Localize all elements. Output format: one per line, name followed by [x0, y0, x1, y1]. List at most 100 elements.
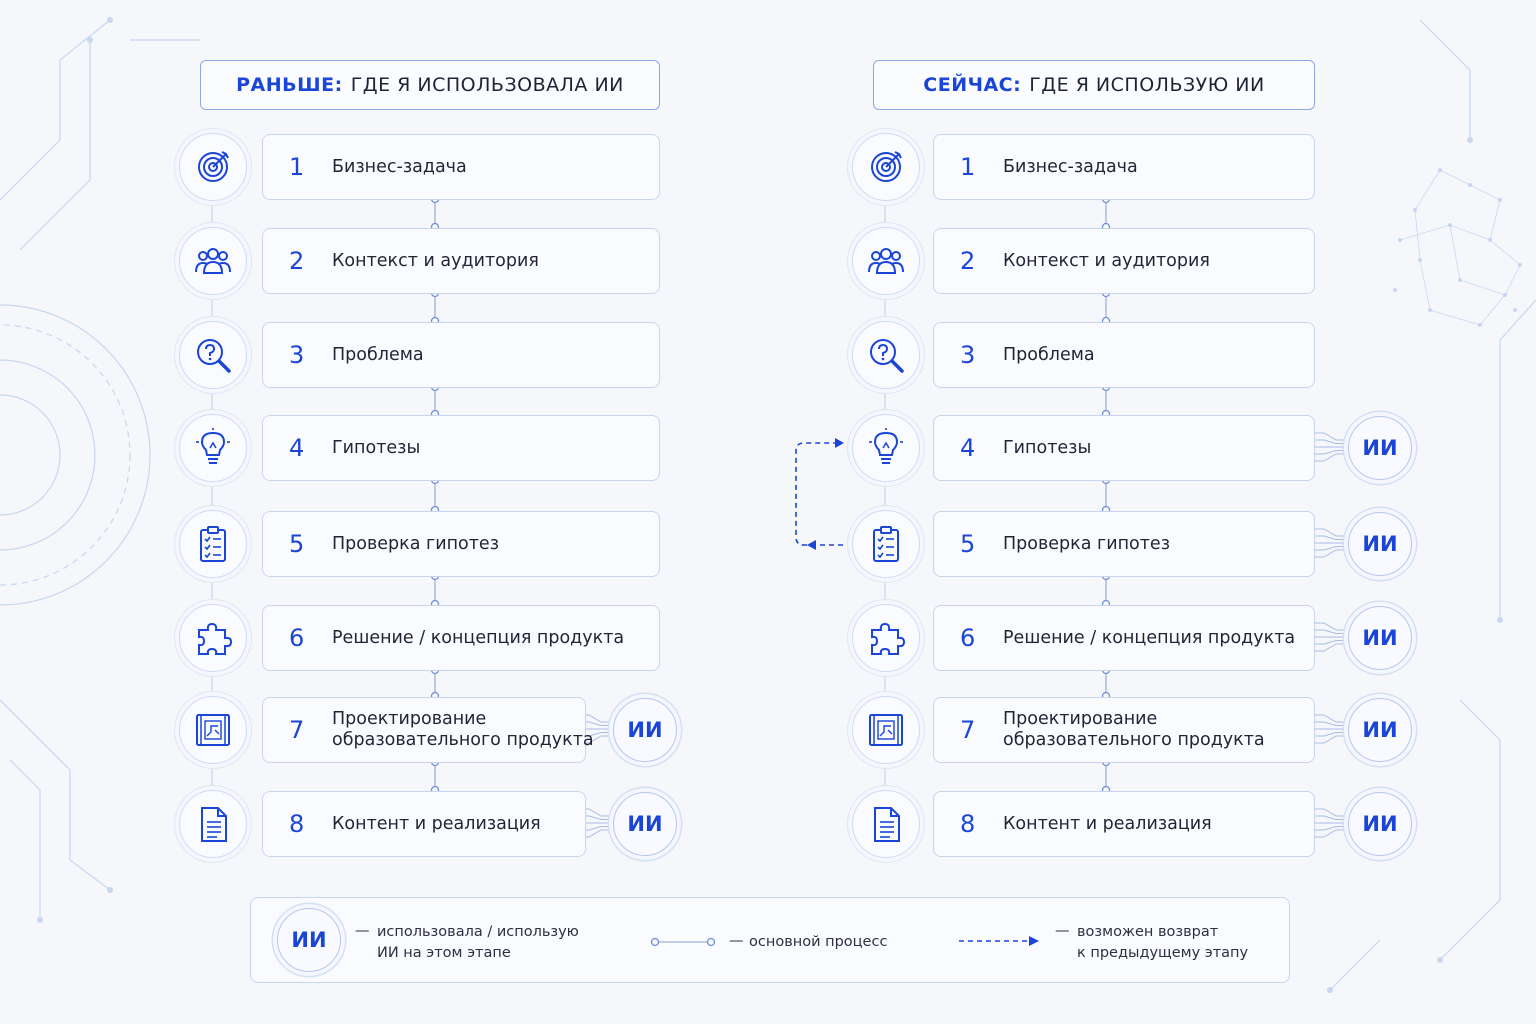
- stage-label: Гипотезы: [332, 437, 421, 458]
- process-connector: [430, 194, 440, 232]
- process-connector: [1101, 475, 1111, 515]
- stage-card-now-1: 1 Бизнес-задача: [933, 134, 1315, 200]
- legend-process-dash: —: [729, 933, 744, 949]
- stage-label: Бизнес-задача: [332, 156, 467, 177]
- stage-card-before-8: 8 Контент и реализация: [262, 791, 586, 857]
- stage-card-now-8: 8 Контент и реализация: [933, 791, 1315, 857]
- stage-number: 3: [289, 341, 305, 369]
- process-connector: [1101, 571, 1111, 609]
- stage-number: 5: [960, 530, 976, 558]
- stage-label: Контекст и аудитория: [332, 250, 539, 271]
- audience-icon: [852, 227, 920, 295]
- stage-number: 8: [289, 810, 305, 838]
- process-connector: [430, 757, 440, 795]
- stage-label: Контекст и аудитория: [1003, 250, 1210, 271]
- process-connector: [1101, 194, 1111, 232]
- lightbulb-icon: [852, 414, 920, 482]
- column-title-rest: ГДЕ Я ИСПОЛЬЗУЮ ИИ: [1029, 74, 1265, 96]
- stage-label: Гипотезы: [1003, 437, 1092, 458]
- stage-label: Проблема: [332, 344, 424, 365]
- column-title-accent: СЕЙЧАС:: [923, 74, 1022, 96]
- legend-return-dash: —: [1055, 923, 1070, 939]
- legend-return-text: возможен возврат к предыдущему этапу: [1077, 924, 1249, 961]
- stage-card-now-3: 3 Проблема: [933, 322, 1315, 388]
- stage-number: 6: [960, 624, 976, 652]
- legend-ai-text: использовала / использую ИИ на этом этап…: [377, 924, 579, 961]
- puzzle-icon: [179, 604, 247, 672]
- stage-label: Проверка гипотез: [332, 533, 500, 554]
- blueprint-icon: [179, 696, 247, 764]
- stage-label: Проектирование образовательного продукта: [332, 709, 594, 750]
- stage-number: 7: [960, 716, 976, 744]
- legend-process-line-sample: [650, 937, 716, 947]
- legend: ИИ — использовала / использую ИИ на этом…: [250, 897, 1290, 983]
- process-connector: [1101, 288, 1111, 326]
- stage-card-before-7: 7 Проектирование образовательного продукт…: [262, 697, 594, 763]
- target-icon: [852, 133, 920, 201]
- column-title-now: СЕЙЧАС: ГДЕ Я ИСПОЛЬЗУЮ ИИ: [873, 60, 1315, 110]
- stage-label: Проверка гипотез: [1003, 533, 1171, 554]
- stage-label: Решение / концепция продукта: [1003, 627, 1296, 648]
- ai-badge: ИИ: [1348, 698, 1412, 762]
- return-arrow: [795, 438, 844, 550]
- stage-number: 2: [960, 247, 976, 275]
- column-title-rest: ГДЕ Я ИСПОЛЬЗОВАЛА ИИ: [350, 74, 624, 96]
- stage-number: 1: [289, 153, 305, 181]
- legend-return-arrow-sample: [959, 936, 1039, 946]
- process-connector: [430, 382, 440, 419]
- stage-card-before-2: 2 Контекст и аудитория: [262, 228, 660, 294]
- ai-badge: ИИ: [1348, 606, 1412, 670]
- document-icon: [852, 790, 920, 858]
- stage-card-now-7: 7 Проектирование образовательного продукт…: [933, 697, 1315, 763]
- stage-card-now-2: 2 Контекст и аудитория: [933, 228, 1315, 294]
- stage-label: Бизнес-задача: [1003, 156, 1138, 177]
- process-connector: [1101, 665, 1111, 701]
- stage-number: 5: [289, 530, 305, 558]
- stage-number: 4: [289, 434, 305, 462]
- ai-badge: ИИ: [613, 698, 677, 762]
- stage-card-before-4: 4 Гипотезы: [262, 415, 660, 481]
- ai-badge: ИИ: [1348, 512, 1412, 576]
- process-connector: [430, 475, 440, 515]
- column-title-before: РАНЬШЕ: ГДЕ Я ИСПОЛЬЗОВАЛА ИИ: [200, 60, 660, 110]
- document-icon: [179, 790, 247, 858]
- stage-card-now-6: 6 Решение / концепция продукта: [933, 605, 1315, 671]
- checklist-icon: [852, 510, 920, 578]
- stage-label: Контент и реализация: [1003, 813, 1212, 834]
- process-connector: [1101, 382, 1111, 419]
- stage-card-before-5: 5 Проверка гипотез: [262, 511, 660, 577]
- blueprint-icon: [852, 696, 920, 764]
- puzzle-icon: [852, 604, 920, 672]
- stage-label: Решение / концепция продукта: [332, 627, 625, 648]
- column-title-accent: РАНЬШЕ:: [236, 74, 343, 96]
- process-connector: [1101, 757, 1111, 795]
- magnifier-question-icon: [852, 321, 920, 389]
- ai-badge: ИИ: [613, 792, 677, 856]
- stage-label: Контент и реализация: [332, 813, 541, 834]
- process-connector: [430, 288, 440, 326]
- checklist-icon: [179, 510, 247, 578]
- process-connector: [430, 571, 440, 609]
- stage-label: Проблема: [1003, 344, 1095, 365]
- lightbulb-icon: [179, 414, 247, 482]
- stage-number: 6: [289, 624, 305, 652]
- stage-number: 7: [289, 716, 305, 744]
- stage-card-now-5: 5 Проверка гипотез: [933, 511, 1315, 577]
- stage-number: 8: [960, 810, 976, 838]
- legend-ai-dash: —: [355, 923, 370, 939]
- legend-ai-badge: ИИ: [277, 908, 341, 972]
- stage-number: 2: [289, 247, 305, 275]
- magnifier-question-icon: [179, 321, 247, 389]
- ai-badge: ИИ: [1348, 792, 1412, 856]
- stage-label: Проектирование образовательного продукта: [1003, 709, 1265, 750]
- stage-number: 1: [960, 153, 976, 181]
- ai-badge: ИИ: [1348, 416, 1412, 480]
- legend-process-text: основной процесс: [749, 934, 888, 950]
- target-icon: [179, 133, 247, 201]
- process-connector: [430, 665, 440, 701]
- stage-card-before-6: 6 Решение / концепция продукта: [262, 605, 660, 671]
- stage-number: 3: [960, 341, 976, 369]
- stage-card-before-3: 3 Проблема: [262, 322, 660, 388]
